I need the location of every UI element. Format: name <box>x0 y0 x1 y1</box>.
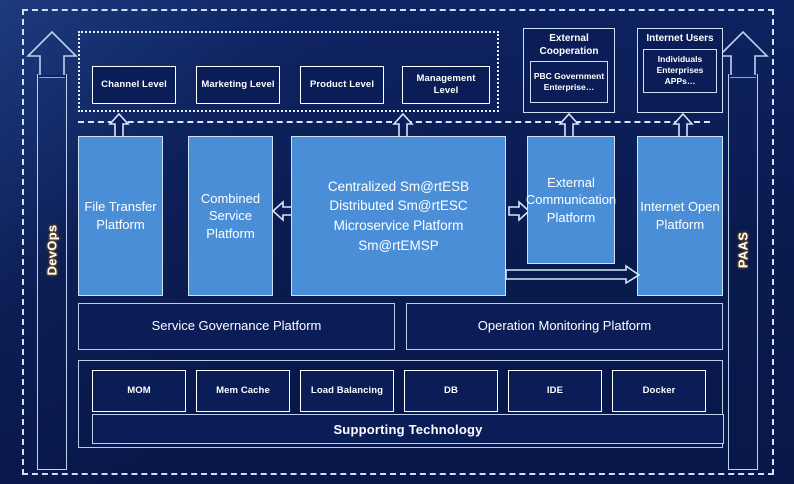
devops-arrow: DevOps <box>26 30 78 470</box>
platform-core-label: Centralized Sm@rtESB Distributed Sm@rtES… <box>292 177 505 255</box>
supporting-technology-label: Supporting Technology <box>333 421 483 437</box>
level-box-management[interactable]: Management Level <box>402 66 490 104</box>
arrow-up-icon <box>26 30 78 78</box>
business-levels-group <box>78 31 499 112</box>
level-box-marketing[interactable]: Marketing Level <box>196 66 280 104</box>
tech-box-docker[interactable]: Docker <box>612 370 706 412</box>
internet-users-inner: Individuals Enterprises APPs… <box>643 48 717 93</box>
connector-arrow-up-external-comm <box>558 112 580 138</box>
core-line-1: Centralized Sm@rtESB <box>327 178 470 194</box>
level-label: Product Level <box>309 79 375 91</box>
platform-label: Combined Service Platform <box>200 190 261 241</box>
connector-arrow-up-core-platform <box>392 112 414 138</box>
supporting-technology-group <box>78 360 723 448</box>
platform-label: Internet Open Platform <box>640 199 720 232</box>
arrow-up-icon <box>717 30 769 78</box>
internet-users-title: Internet Users <box>646 33 714 44</box>
operation-monitoring-platform[interactable]: Operation Monitoring Platform <box>406 303 723 350</box>
tech-box-mem-cache[interactable]: Mem Cache <box>196 370 290 412</box>
platform-combined-service[interactable]: Combined Service Platform <box>188 136 273 296</box>
tech-box-db[interactable]: DB <box>404 370 498 412</box>
level-label: Management Level <box>416 73 476 96</box>
supporting-technology-band[interactable]: Supporting Technology <box>92 414 724 444</box>
governance-label: Service Governance Platform <box>151 318 322 334</box>
internet-users-box[interactable]: Internet Users Individuals Enterprises A… <box>637 28 723 113</box>
paas-arrow: PAAS <box>717 30 769 470</box>
service-governance-platform[interactable]: Service Governance Platform <box>78 303 395 350</box>
connector-arrow-up-file-transfer <box>108 112 130 138</box>
paas-label: PAAS <box>735 231 751 269</box>
level-box-channel[interactable]: Channel Level <box>92 66 176 104</box>
platform-external-communication[interactable]: External Communication Platform <box>525 136 617 264</box>
connector-arrow-core-to-internet-open <box>505 264 641 285</box>
platform-file-transfer[interactable]: File Transfer Platform <box>78 136 163 296</box>
layer-separator-line <box>78 121 710 123</box>
connector-arrow-right-core-to-external <box>508 200 531 222</box>
external-cooperation-inner: PBC Government Enterprise… <box>530 61 608 103</box>
tech-box-load-balancing[interactable]: Load Balancing <box>300 370 394 412</box>
platform-label: File Transfer Platform <box>84 199 157 232</box>
level-label: Marketing Level <box>201 79 275 91</box>
tech-label: IDE <box>546 385 564 397</box>
core-line-3: Microservice Platform Sm@rtEMSP <box>333 218 464 253</box>
platform-label: External Communication Platform <box>525 174 617 225</box>
level-box-product[interactable]: Product Level <box>300 66 384 104</box>
tech-label: DB <box>444 385 458 397</box>
devops-label: DevOps <box>44 224 60 276</box>
external-cooperation-title: External Cooperation <box>539 33 599 57</box>
connector-arrow-up-internet-open <box>672 112 694 138</box>
tech-label: MOM <box>127 385 151 397</box>
outer-dashed-frame <box>22 9 774 475</box>
external-cooperation-box[interactable]: External Cooperation PBC Government Ente… <box>523 28 615 113</box>
tech-box-ide[interactable]: IDE <box>508 370 602 412</box>
platform-internet-open[interactable]: Internet Open Platform <box>637 136 723 296</box>
core-line-2: Distributed Sm@rtESC <box>329 198 468 214</box>
tech-label: Load Balancing <box>310 385 384 397</box>
tech-label: Docker <box>642 385 676 397</box>
tech-label: Mem Cache <box>216 385 270 397</box>
tech-box-mom[interactable]: MOM <box>92 370 186 412</box>
level-label: Channel Level <box>101 79 167 91</box>
governance-label: Operation Monitoring Platform <box>477 318 652 334</box>
platform-core-esb[interactable]: Centralized Sm@rtESB Distributed Sm@rtES… <box>291 136 506 296</box>
